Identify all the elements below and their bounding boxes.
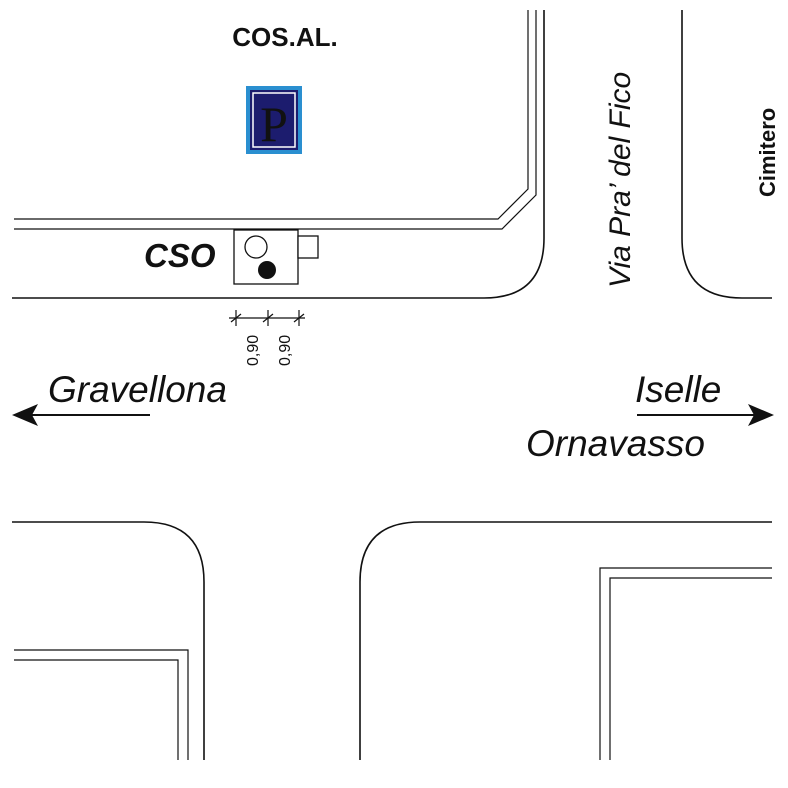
company-label: COS.AL. bbox=[232, 22, 337, 52]
arrow-left-head bbox=[12, 404, 38, 426]
cso-station bbox=[233, 229, 319, 285]
cabinet-small-box bbox=[297, 235, 319, 259]
dimension-label-1: 0,90 bbox=[245, 335, 262, 366]
top-left-block bbox=[12, 10, 545, 299]
east-direction: Iselle Ornavasso bbox=[526, 369, 774, 464]
east-destination-label-1: Iselle bbox=[635, 369, 721, 410]
cabinet-empty-circle bbox=[244, 235, 268, 259]
top-right-curb bbox=[681, 10, 772, 299]
east-destination-label-2: Ornavasso bbox=[526, 423, 705, 464]
west-direction: Gravellona bbox=[12, 369, 227, 426]
parking-sign-icon: P bbox=[246, 86, 302, 154]
parking-letter: P bbox=[260, 96, 288, 152]
street-label: Via Pra’ del Fico bbox=[604, 72, 637, 288]
bottom-right-block bbox=[359, 521, 772, 760]
cabinet-filled-circle bbox=[258, 261, 276, 279]
dimension-marks: 0,90 0,90 bbox=[229, 310, 305, 366]
west-destination-label: Gravellona bbox=[48, 369, 227, 410]
cemetery-label: Cimitero bbox=[755, 108, 780, 197]
arrow-right-head bbox=[748, 404, 774, 426]
bottom-left-block bbox=[12, 521, 205, 760]
cso-label: CSO bbox=[144, 237, 216, 274]
dimension-label-2: 0,90 bbox=[277, 335, 294, 366]
